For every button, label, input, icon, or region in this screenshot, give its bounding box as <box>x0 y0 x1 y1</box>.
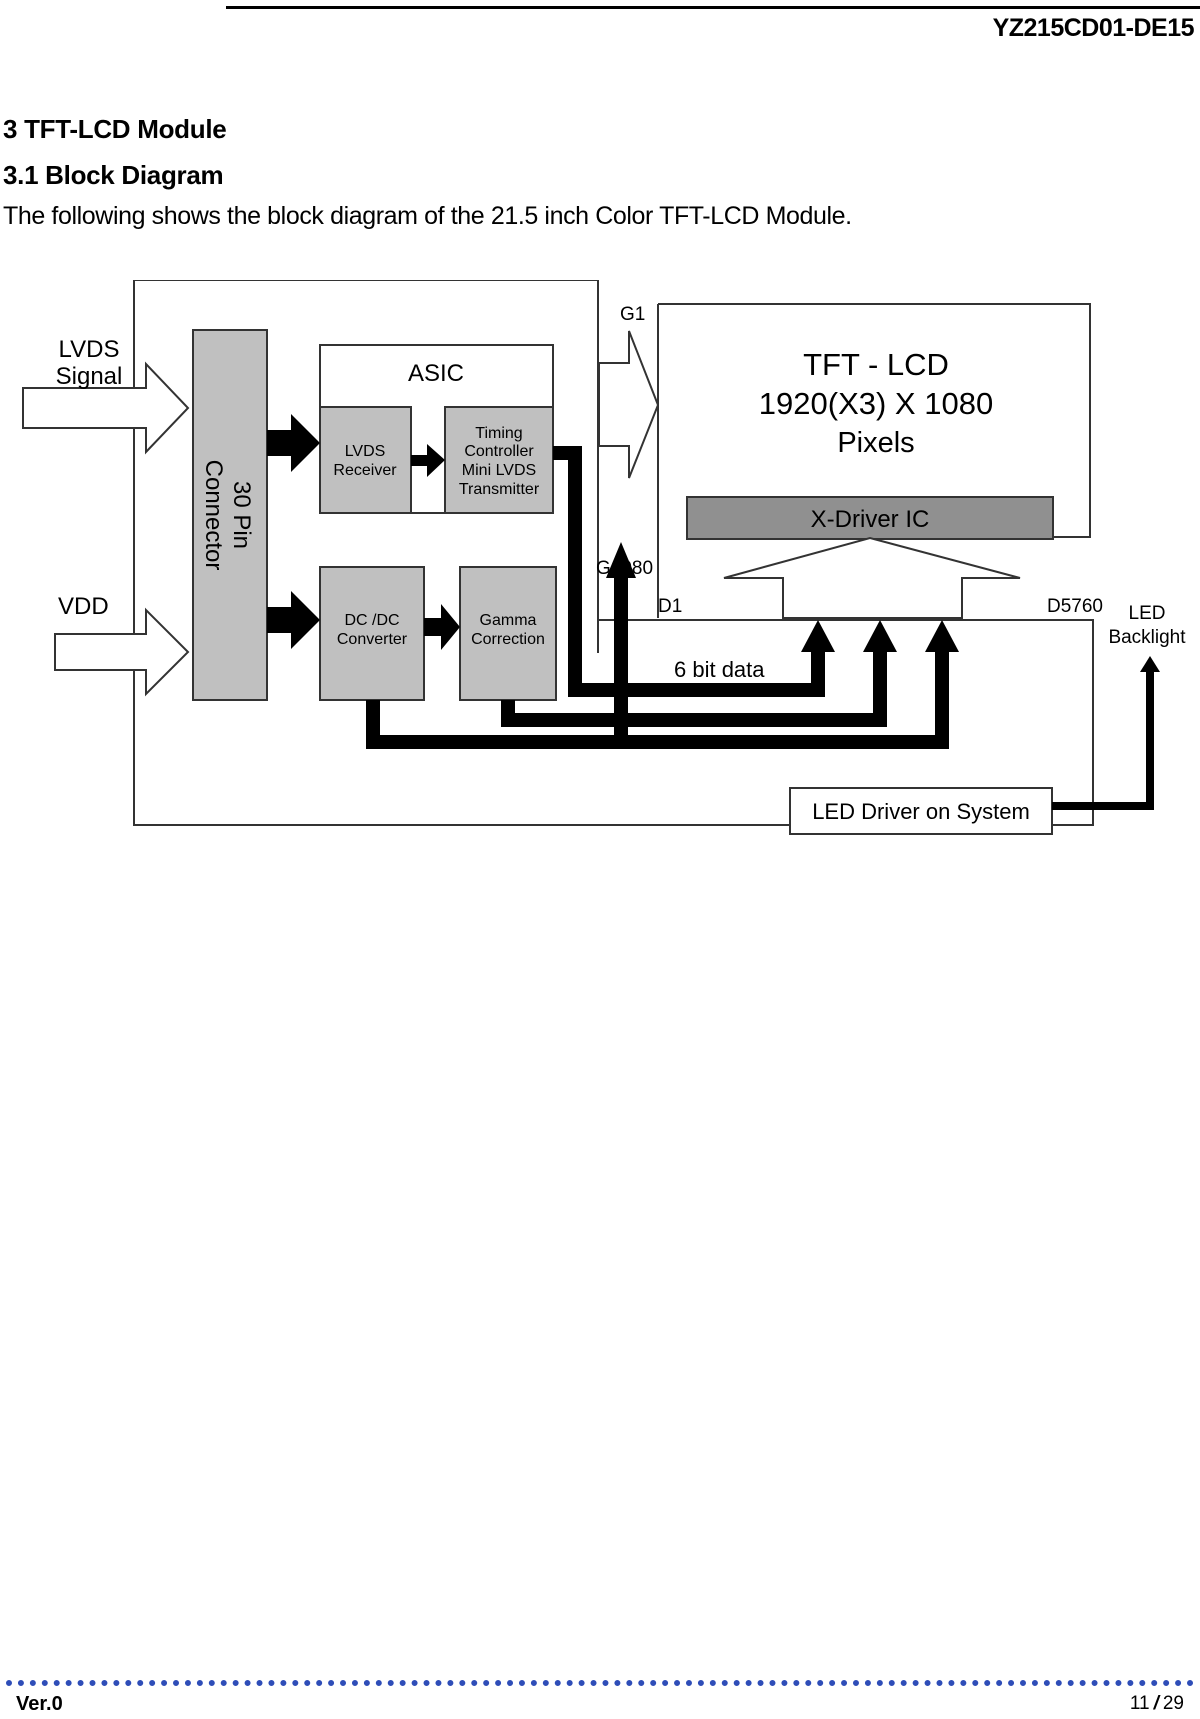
led-driver-box <box>789 787 1053 835</box>
panel-outline <box>658 303 1091 538</box>
timing-label-4: Transmitter <box>459 481 540 498</box>
lvds-signal-label-1: LVDS <box>59 336 120 363</box>
page-total: 29 <box>1162 1693 1184 1714</box>
page-current: 11 <box>1129 1693 1150 1714</box>
timing-label-1: Timing <box>475 425 522 442</box>
dcdc-to-gamma-arrow <box>424 604 460 650</box>
data-first-label: D1 <box>658 596 682 617</box>
asic-label: ASIC <box>408 360 464 387</box>
gate-arrow <box>598 330 660 479</box>
gamma-label-1: Gamma <box>480 612 537 629</box>
xdriver-label: X-Driver IC <box>811 506 930 533</box>
page-number: 11/29 <box>1130 1693 1184 1715</box>
led-backlight-label-2: Backlight <box>1108 627 1186 648</box>
arrow-heads <box>606 542 959 652</box>
section-heading: 3 TFT-LCD Module <box>3 114 227 144</box>
section-subheading: 3.1 Block Diagram <box>3 160 224 190</box>
connector-to-dcdc-arrow <box>267 591 320 649</box>
led-backlight-label-1: LED <box>1129 603 1166 624</box>
gamma-label-2: Correction <box>471 631 545 648</box>
timing-label-3: Mini LVDS <box>462 462 536 479</box>
module-outline <box>133 280 1094 826</box>
six-bit-data-label: 6 bit data <box>674 657 765 682</box>
header-rule <box>226 6 1200 9</box>
page-separator: / <box>1153 1693 1159 1714</box>
connector-label-2: Connector <box>200 460 227 571</box>
panel-label-3: Pixels <box>837 427 914 459</box>
lvds-receiver-block <box>319 406 412 514</box>
version-label: Ver.0 <box>16 1693 63 1715</box>
block-diagram: LVDS Signal VDD 30 Pin Connector ASIC LV… <box>22 280 1186 835</box>
led-driver-label: LED Driver on System <box>812 799 1030 824</box>
timing-label-2: Controller <box>464 443 534 460</box>
led-driver-line <box>1052 672 1154 810</box>
lvds-receiver-label-2: Receiver <box>333 462 397 479</box>
lvds-signal-label-2: Signal <box>56 363 123 390</box>
signal-buses <box>366 446 949 749</box>
panel-label-1: TFT - LCD <box>803 347 949 382</box>
xdriver-input-arrow <box>723 536 1021 619</box>
footer-rule <box>6 1680 1194 1686</box>
data-last-label: D5760 <box>1047 596 1103 617</box>
dcdc-label-1: DC /DC <box>344 612 399 629</box>
dcdc-label-2: Converter <box>337 631 408 648</box>
connector-to-receiver-arrow <box>267 414 320 472</box>
receiver-to-timing-arrow <box>411 444 445 477</box>
panel-label-2: 1920(X3) X 1080 <box>759 386 993 421</box>
gate-last-label: G1080 <box>596 558 653 579</box>
document-id: YZ215CD01-DE15 <box>992 14 1195 42</box>
connector-block <box>192 329 268 701</box>
vdd-arrow <box>54 607 190 697</box>
gate-first-label: G1 <box>620 304 645 325</box>
connector-label-1: 30 Pin <box>228 481 255 549</box>
lvds-receiver-label-1: LVDS <box>345 443 386 460</box>
intro-paragraph: The following shows the block diagram of… <box>3 202 852 230</box>
lvds-signal-arrow <box>22 361 190 455</box>
led-backlight-arrowhead <box>1140 656 1160 672</box>
vdd-label: VDD <box>58 593 109 620</box>
